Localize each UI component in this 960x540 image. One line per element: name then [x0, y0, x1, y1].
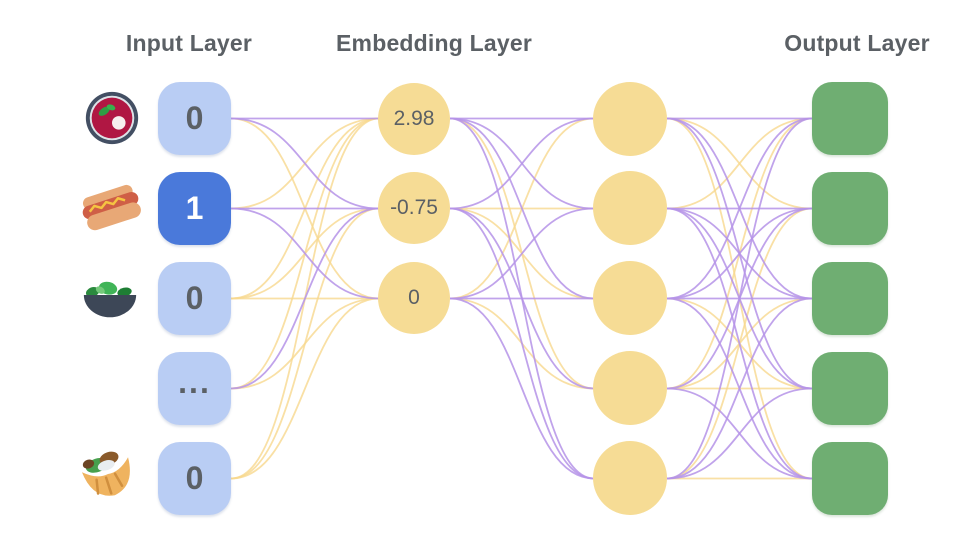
input-layer-title: Input Layer	[125, 30, 253, 56]
edge-embedding_hidden	[449, 207, 595, 300]
input-node: 0	[158, 262, 231, 335]
borscht-icon	[85, 91, 139, 145]
input-node-value: 0	[185, 280, 204, 316]
edge-hidden_output	[666, 117, 813, 480]
input-node-active: 1	[158, 172, 231, 245]
edge-hidden_output	[666, 387, 813, 480]
hot-dog-icon	[82, 184, 141, 231]
embedding-node-value: -0.75	[390, 196, 438, 219]
edge-hidden_output	[666, 207, 813, 480]
output-node	[812, 172, 888, 245]
edge-input_embedding	[230, 207, 380, 300]
hidden-node	[593, 351, 667, 425]
embedding-node: -0.75	[378, 172, 450, 244]
edge-hidden_output	[666, 297, 813, 480]
embedding-node: 2.98	[378, 83, 450, 155]
hidden-node	[593, 171, 667, 245]
input-node-value: ...	[178, 364, 211, 400]
output-node	[812, 262, 888, 335]
green-salad-icon	[83, 281, 137, 318]
edge-input_embedding	[230, 207, 380, 390]
edge-embedding_hidden	[449, 207, 595, 480]
input-node: 0	[158, 442, 231, 515]
output-node	[812, 442, 888, 515]
hidden-node	[593, 82, 667, 156]
hidden-node	[593, 441, 667, 515]
input-node: 0	[158, 82, 231, 155]
edge-hidden_output	[666, 207, 813, 300]
input-node-value: 0	[185, 460, 204, 496]
edge-input_embedding	[230, 297, 380, 480]
edge-hidden_output	[666, 117, 813, 300]
edge-hidden_output	[666, 117, 813, 210]
edge-input_embedding	[230, 117, 380, 210]
edge-embedding_hidden	[449, 117, 595, 300]
edge-embedding_hidden	[449, 297, 595, 480]
output-node	[812, 352, 888, 425]
input-node-ellipsis: ...	[158, 352, 231, 425]
embedding-node: 0	[378, 262, 450, 334]
embedding-node-value: 2.98	[393, 107, 435, 130]
output-layer-title: Output Layer	[784, 30, 930, 56]
input-node-value: 1	[185, 190, 204, 226]
hidden-node	[593, 261, 667, 335]
embedding-node-value: 0	[408, 286, 420, 309]
edge-embedding_hidden	[449, 117, 595, 210]
stuffed-flatbread-icon	[81, 451, 130, 496]
edge-input_embedding	[230, 207, 380, 480]
input-node-value: 0	[185, 100, 204, 136]
output-node	[812, 82, 888, 155]
embedding-layer-title: Embedding Layer	[336, 30, 532, 56]
